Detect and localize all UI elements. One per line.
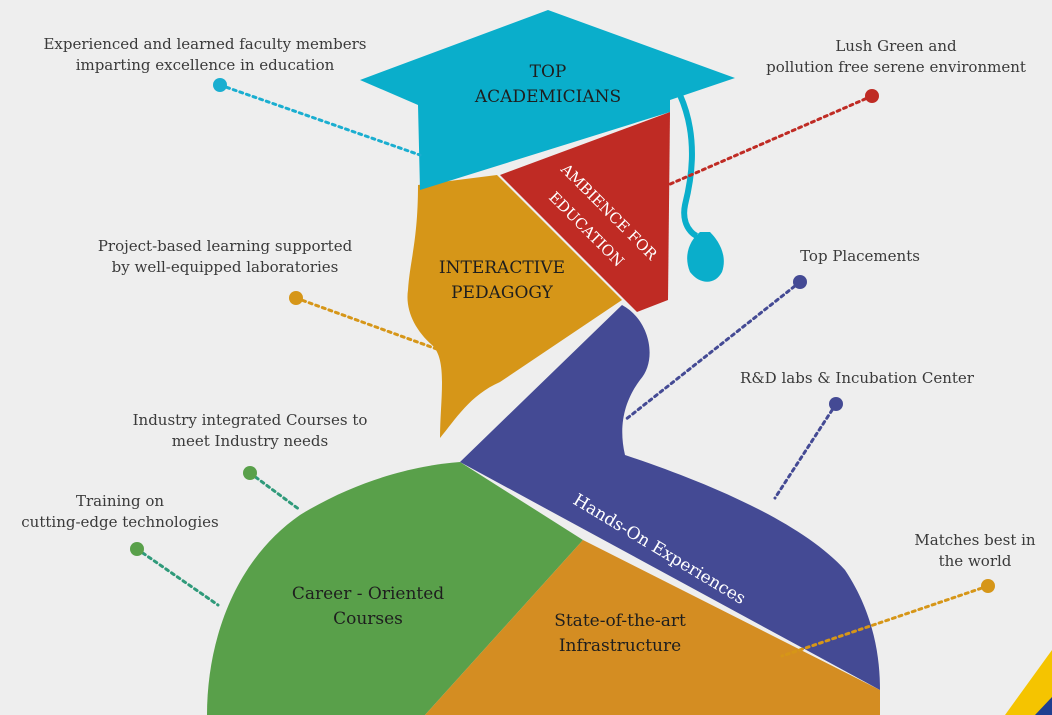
faculty-callout: Experienced and learned faculty members … <box>0 34 410 76</box>
corner-accent-blue <box>1035 697 1052 715</box>
career-line1: Career - Oriented <box>291 584 445 604</box>
pedagogy-label: INTERACTIVE PEDAGOGY <box>412 256 592 306</box>
environment-line1: Lush Green and <box>835 37 957 55</box>
academicians-line2: ACADEMICIANS <box>474 87 622 107</box>
training-line1: Training on <box>75 492 165 510</box>
placements-line1: Top Placements <box>800 247 920 265</box>
faculty-connector <box>218 83 422 157</box>
environment-callout: Lush Green and pollution free serene env… <box>740 36 1052 78</box>
rnd-line1: R&D labs & Incubation Center <box>740 369 974 387</box>
projects-connector <box>294 296 447 354</box>
training-callout: Training on cutting-edge technologies <box>0 491 240 533</box>
infrastructure-line2: Infrastructure <box>558 636 682 656</box>
cap-top <box>360 10 735 190</box>
projects-dot <box>289 291 303 305</box>
infrastructure-line1: State-of-the-art <box>554 611 686 631</box>
industry-callout: Industry integrated Courses to meet Indu… <box>100 410 400 452</box>
placements-connector <box>623 280 802 422</box>
corner-accent <box>1005 650 1052 715</box>
training-line2: cutting-edge technologies <box>21 513 219 531</box>
rnd-dot <box>829 397 843 411</box>
environment-dot <box>865 89 879 103</box>
placements-callout: Top Placements <box>770 246 950 267</box>
industry-dot <box>243 466 257 480</box>
environment-connector <box>666 94 874 187</box>
industry-connector <box>248 471 302 512</box>
academicians-label: TOP ACADEMICIANS <box>448 60 648 110</box>
hands-on-segment <box>460 305 880 690</box>
placements-dot <box>793 275 807 289</box>
faculty-line1: Experienced and learned faculty members <box>43 35 367 53</box>
faculty-dot <box>213 78 227 92</box>
career-line2: Courses <box>333 609 403 629</box>
environment-line2: pollution free serene environment <box>766 58 1026 76</box>
world-connector <box>780 584 990 658</box>
world-line1: Matches best in <box>914 531 1036 549</box>
ambience-segment <box>500 112 670 312</box>
training-dot <box>130 542 144 556</box>
pedagogy-segment <box>407 175 622 438</box>
world-callout: Matches best in the world <box>900 530 1050 572</box>
career-label: Career - Oriented Courses <box>268 582 468 632</box>
pedagogy-line2: PEDAGOGY <box>451 283 553 303</box>
cap-tassel-string <box>677 93 703 240</box>
cap-tassel-head <box>687 232 724 282</box>
academicians-line1: TOP <box>529 62 567 82</box>
industry-line1: Industry integrated Courses to <box>132 411 368 429</box>
training-connector <box>135 547 220 607</box>
projects-line1: Project-based learning supported <box>97 237 353 255</box>
faculty-line2: imparting excellence in education <box>75 56 335 74</box>
career-segment <box>207 462 583 715</box>
infrastructure-segment <box>425 540 880 715</box>
pedagogy-line1: INTERACTIVE <box>438 258 566 278</box>
rnd-callout: R&D labs & Incubation Center <box>712 368 1002 389</box>
world-line2: the world <box>938 552 1012 570</box>
rnd-connector <box>773 402 838 500</box>
world-dot <box>981 579 995 593</box>
projects-line2: by well-equipped laboratories <box>111 258 339 276</box>
infrastructure-label: State-of-the-art Infrastructure <box>520 609 720 659</box>
industry-line2: meet Industry needs <box>171 432 329 450</box>
projects-callout: Project-based learning supported by well… <box>60 236 390 278</box>
